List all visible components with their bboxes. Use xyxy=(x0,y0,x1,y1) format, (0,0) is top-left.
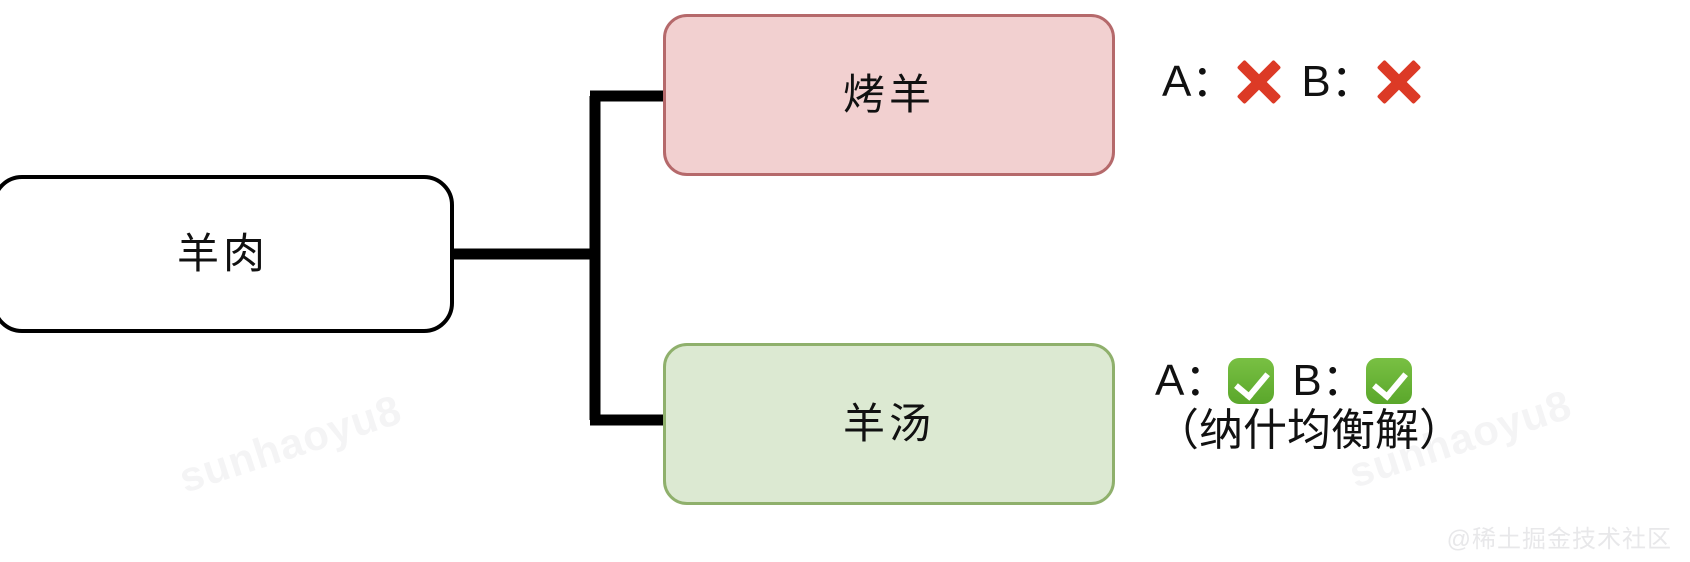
annotation-roast-payoffs: A： B： xyxy=(1162,58,1423,106)
player-b-label: B： xyxy=(1292,356,1366,405)
annotation-soup: A： B： （纳什均衡解） xyxy=(1155,356,1463,457)
node-branch-roast-label: 烤羊 xyxy=(842,71,935,118)
node-branch-soup-label: 羊汤 xyxy=(842,400,935,447)
node-branch-roast[interactable]: 烤羊 xyxy=(663,14,1115,176)
annotation-soup-payoffs: A： B： xyxy=(1155,356,1463,405)
check-icon xyxy=(1365,358,1412,405)
watermark-diagonal: sunhaoyu8 xyxy=(173,385,408,502)
annotation-soup-note: （纳什均衡解） xyxy=(1155,406,1463,456)
watermark-community: @稀土掘金技术社区 xyxy=(1446,526,1672,553)
node-branch-soup[interactable]: 羊汤 xyxy=(663,343,1115,505)
check-icon xyxy=(1228,358,1275,405)
node-root-mutton[interactable]: 羊肉 xyxy=(0,175,454,333)
player-b-label: B： xyxy=(1301,56,1375,106)
player-a-label: A： xyxy=(1155,356,1229,405)
cross-icon xyxy=(1235,58,1283,106)
player-a-label: A： xyxy=(1162,56,1236,106)
annotation-roast: A： B： xyxy=(1162,58,1423,106)
node-root-label: 羊肉 xyxy=(176,230,269,277)
cross-icon xyxy=(1375,58,1423,106)
